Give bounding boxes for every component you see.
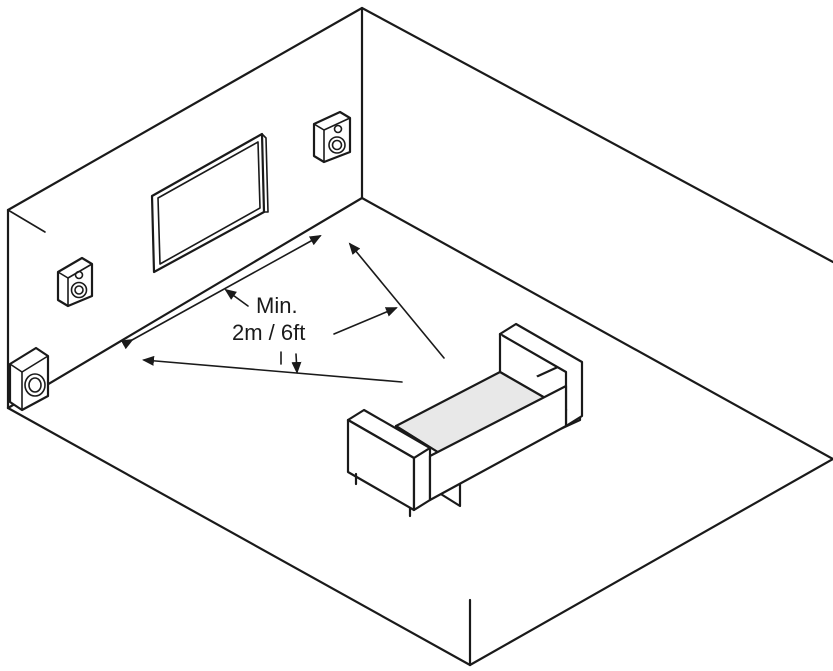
tv-wall-distance-arrow (120, 235, 322, 350)
front-right-floor-edge (468, 457, 833, 667)
tv (150, 132, 269, 274)
subwoofer-driver-icon (24, 373, 46, 397)
speaker-left-wall (56, 256, 94, 308)
room-outline (6, 6, 833, 667)
label-to-sofa-arrow (333, 307, 398, 335)
sofa-to-left-arrow (142, 355, 403, 383)
sofa-to-tv-arrow (348, 242, 445, 359)
tv-depth (261, 133, 269, 213)
subwoofer (8, 346, 50, 412)
right-floor-edge (360, 196, 833, 461)
distance-label-line1: Min. (256, 293, 298, 318)
tweeter-icon (74, 270, 84, 280)
speaker-right-wall (312, 110, 352, 164)
tweeter-icon (333, 124, 343, 134)
front-floor-edge (6, 406, 472, 667)
distance-label-line2: 2m / 6ft (232, 320, 306, 345)
sofa (346, 322, 584, 518)
woofer-icon (70, 281, 88, 299)
back-wall-top-edge (360, 6, 833, 264)
label-pointer-arrow (224, 288, 249, 307)
woofer-icon (328, 136, 346, 154)
left-wall-top-stub (7, 209, 46, 233)
distance-arrows (120, 235, 445, 383)
label-down-arrow (291, 353, 302, 374)
tv-frame (150, 132, 266, 274)
